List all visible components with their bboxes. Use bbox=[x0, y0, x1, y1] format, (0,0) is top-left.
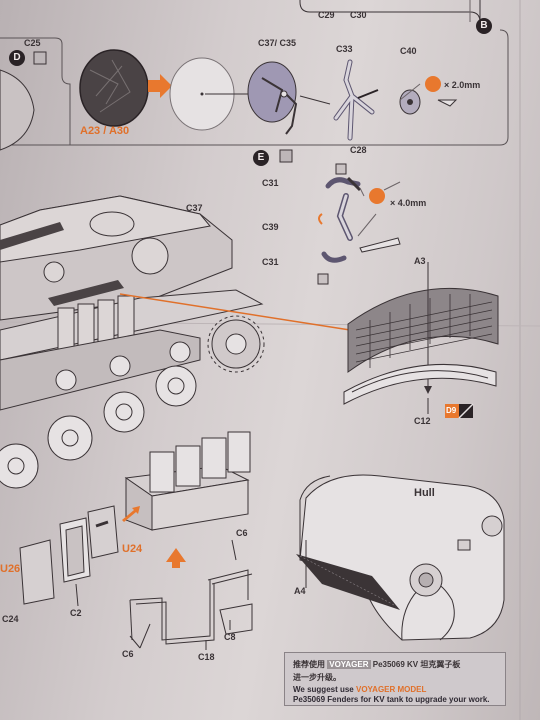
label-c6: C6 bbox=[122, 649, 134, 659]
label-c6-top: C6 bbox=[236, 528, 248, 538]
footer-cn-brand: VOYAGER bbox=[327, 660, 371, 669]
footer-en-brand: VOYAGER MODEL bbox=[356, 685, 427, 694]
badge-square-2 bbox=[279, 149, 293, 163]
part-c33-lever bbox=[333, 59, 375, 141]
label-c2: C2 bbox=[70, 608, 82, 618]
turret-partial bbox=[0, 69, 35, 151]
part-u26-panel bbox=[19, 539, 55, 605]
part-a4-plate bbox=[296, 554, 400, 610]
part-c31-lower bbox=[321, 251, 347, 263]
recommendation-box: 推荐使用 VOYAGER Pe35069 KV 坦克翼子板 进一步升级。 We … bbox=[284, 652, 506, 706]
label-c24: C24 bbox=[2, 614, 19, 624]
label-a3: A3 bbox=[414, 256, 426, 266]
label-c33: C33 bbox=[336, 44, 353, 54]
hull-rear bbox=[296, 474, 505, 641]
step-e-marker: E bbox=[253, 150, 269, 166]
label-c30: C30 bbox=[350, 10, 367, 20]
top-frame bbox=[299, 0, 481, 23]
footer-en-line-2: Pe35069 Fenders for KV tank to upgrade y… bbox=[293, 695, 490, 704]
label-c28: C28 bbox=[350, 145, 367, 155]
label-c31-lower: C31 bbox=[262, 257, 279, 267]
drill-bit bbox=[359, 237, 401, 253]
label-c31-upper: C31 bbox=[262, 178, 279, 188]
orange-arrow-2 bbox=[122, 506, 140, 522]
drill-badge-1 bbox=[425, 76, 441, 92]
label-d9: D9 bbox=[446, 406, 457, 415]
orange-rotate-arrow bbox=[318, 213, 323, 225]
label-c39: C39 bbox=[262, 222, 279, 232]
footer-cn-prefix: 推荐使用 bbox=[293, 660, 325, 669]
label-a23-a30: A23 / A30 bbox=[80, 125, 130, 137]
label-dim-2mm: × 2.0mm bbox=[444, 80, 481, 90]
step-b-marker: B bbox=[476, 18, 492, 34]
d9-badge bbox=[445, 404, 459, 418]
label-c12: C12 bbox=[414, 416, 431, 426]
label-a4: A4 bbox=[294, 586, 306, 596]
subassembly-frame bbox=[0, 29, 509, 146]
label-c18: C18 bbox=[198, 652, 215, 662]
bracket-assembly bbox=[129, 569, 253, 645]
label-c37: C37 bbox=[186, 203, 203, 213]
part-u24-panel bbox=[87, 505, 119, 559]
footer-cn-product: Pe35069 KV 坦克翼子板 bbox=[372, 660, 461, 669]
tank-hull bbox=[0, 195, 265, 489]
badge-square-1 bbox=[33, 51, 47, 65]
footer-cn-line-2: 进一步升级。 bbox=[293, 673, 341, 682]
label-c37-c35: C37/ C35 bbox=[258, 38, 297, 48]
orange-arrow-3 bbox=[166, 548, 186, 568]
drill-badge-2 bbox=[369, 188, 385, 204]
footer-en-line-1: We suggest use VOYAGER MODEL bbox=[293, 685, 426, 694]
part-c37-c35-disc bbox=[247, 61, 297, 123]
step-d-marker: D bbox=[9, 50, 25, 66]
label-c8: C8 bbox=[224, 632, 236, 642]
part-c12-frame bbox=[343, 364, 497, 405]
engine-grille-2 bbox=[48, 280, 124, 306]
footer-cn-line-1: 推荐使用 VOYAGER Pe35069 KV 坦克翼子板 bbox=[293, 659, 460, 670]
part-c31-upper bbox=[325, 177, 361, 189]
orange-leader-line bbox=[119, 293, 351, 331]
footer-en-prefix: We suggest use bbox=[293, 685, 354, 694]
orange-arrow-1 bbox=[148, 74, 172, 98]
label-dim-4mm: × 4.0mm bbox=[390, 198, 427, 208]
part-a23-a30-disc bbox=[79, 49, 149, 127]
engine-grille-1 bbox=[0, 222, 64, 250]
label-c25: C25 bbox=[24, 38, 41, 48]
toolbox-assembly bbox=[124, 431, 251, 531]
part-a3-grille bbox=[347, 287, 499, 373]
label-hull: Hull bbox=[414, 487, 435, 499]
label-u24: U24 bbox=[122, 543, 143, 555]
label-c29: C29 bbox=[318, 10, 335, 20]
label-c40: C40 bbox=[400, 46, 417, 56]
label-u26: U26 bbox=[0, 563, 21, 575]
